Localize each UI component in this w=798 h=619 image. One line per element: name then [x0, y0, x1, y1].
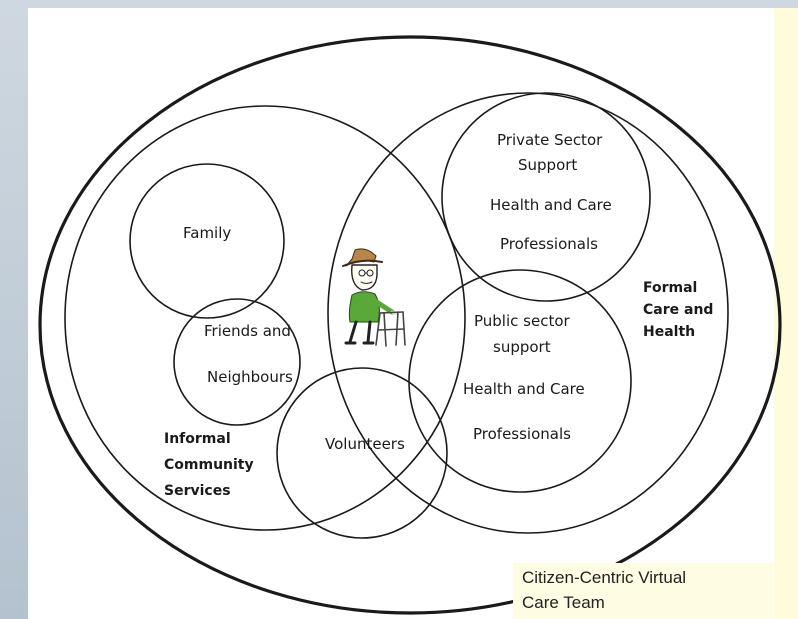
- formal-care-circle: [327, 92, 729, 534]
- volunteers-circle: [276, 367, 448, 539]
- private-label-line2: Support: [518, 156, 578, 174]
- right-margin-strip: [774, 8, 798, 619]
- public-label-line4: Professionals: [473, 425, 571, 443]
- formal-label-line1: Formal: [643, 280, 698, 296]
- public-label-line1: Public sector: [474, 312, 570, 330]
- elderly-person-with-walker-icon: [342, 248, 406, 347]
- caption-box: [513, 563, 773, 619]
- informal-community-circle: [64, 105, 466, 531]
- volunteers-label: Volunteers: [325, 435, 405, 453]
- formal-label-line2: Care and: [643, 302, 714, 318]
- friends-label-line2: Neighbours: [207, 368, 293, 386]
- formal-label-line3: Health: [643, 324, 696, 340]
- private-label-line4: Professionals: [500, 235, 598, 253]
- family-circle: [129, 163, 285, 319]
- friends-neighbours-circle: [173, 298, 301, 426]
- public-sector-circle: [408, 269, 632, 493]
- outer-care-team-ellipse: [38, 35, 782, 615]
- public-label-line3: Health and Care: [463, 380, 585, 398]
- informal-label-line1: Informal: [164, 431, 231, 447]
- diagram-canvas: [28, 8, 774, 619]
- informal-label-line3: Services: [164, 483, 231, 499]
- informal-label-line2: Community: [164, 457, 254, 473]
- caption-line2: Care Team: [522, 593, 605, 612]
- family-label: Family: [183, 224, 232, 242]
- private-label-line1: Private Sector: [497, 131, 603, 149]
- caption-line1: Citizen-Centric Virtual: [522, 568, 687, 587]
- private-sector-circle: [441, 92, 651, 302]
- private-label-line3: Health and Care: [490, 196, 612, 214]
- friends-label-line1: Friends and: [204, 322, 291, 340]
- public-label-line2: support: [493, 338, 551, 356]
